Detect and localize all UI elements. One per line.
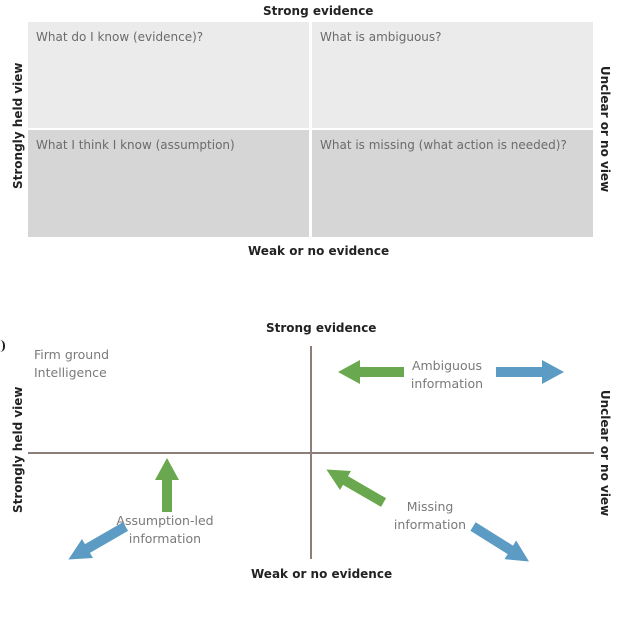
quadrant-firm-ground-label: Firm ground Intelligence bbox=[34, 346, 109, 382]
arrow-right-blue-icon bbox=[496, 360, 564, 384]
quadrant-missing-label: Missing information bbox=[388, 498, 472, 534]
firm-ground-line1: Firm ground bbox=[34, 347, 110, 362]
matrix1-grid: What do I know (evidence)? What is ambig… bbox=[28, 22, 593, 237]
matrix2-bottom-label: Weak or no evidence bbox=[251, 567, 393, 581]
matrix2-top-label: Strong evidence bbox=[266, 321, 377, 335]
quadrant-ambiguous-label: Ambiguous information bbox=[405, 357, 489, 393]
ambiguous-line1: Ambiguous bbox=[411, 358, 483, 373]
ambiguous-line2: information bbox=[410, 376, 484, 391]
arrow-up-green-icon bbox=[155, 458, 179, 512]
assumption-led-line2: information bbox=[128, 531, 202, 546]
missing-line1: Missing bbox=[406, 499, 454, 514]
assumption-led-line1: Assumption-led bbox=[116, 513, 214, 528]
matrix1-bottom-label: Weak or no evidence bbox=[248, 244, 390, 258]
matrix1-cell-top-left: What do I know (evidence)? bbox=[28, 22, 309, 128]
matrix1-cell-bottom-right-text: What is missing (what action is needed)? bbox=[320, 138, 567, 152]
matrix1-cell-bottom-left: What I think I know (assumption) bbox=[28, 130, 309, 237]
missing-line2: information bbox=[393, 517, 467, 532]
matrix1-left-label: Strongly held view bbox=[11, 62, 25, 189]
matrix1-right-label: Unclear or no view bbox=[598, 65, 612, 193]
matrix2-vertical-axis bbox=[310, 346, 312, 559]
matrix1-cell-top-left-text: What do I know (evidence)? bbox=[36, 30, 204, 44]
matrix1-cell-bottom-left-text: What I think I know (assumption) bbox=[36, 138, 235, 152]
bracket-fragment bbox=[0, 340, 5, 352]
matrix1-top-label: Strong evidence bbox=[263, 4, 374, 18]
firm-ground-line2: Intelligence bbox=[34, 365, 107, 380]
matrix2-right-label: Unclear or no view bbox=[598, 389, 612, 517]
matrix1-cell-top-right-text: What is ambiguous? bbox=[320, 30, 442, 44]
arrow-down-right-blue-icon bbox=[470, 522, 529, 562]
matrix1-cell-top-right: What is ambiguous? bbox=[312, 22, 593, 128]
arrow-up-left-green-icon bbox=[326, 469, 387, 507]
quadrant-assumption-led-label: Assumption-led information bbox=[112, 512, 218, 548]
arrow-down-left-blue-icon bbox=[68, 522, 129, 560]
matrix1-cell-bottom-right: What is missing (what action is needed)? bbox=[312, 130, 593, 237]
matrix2-left-label: Strongly held view bbox=[11, 386, 25, 513]
arrow-left-green-icon bbox=[338, 360, 404, 384]
